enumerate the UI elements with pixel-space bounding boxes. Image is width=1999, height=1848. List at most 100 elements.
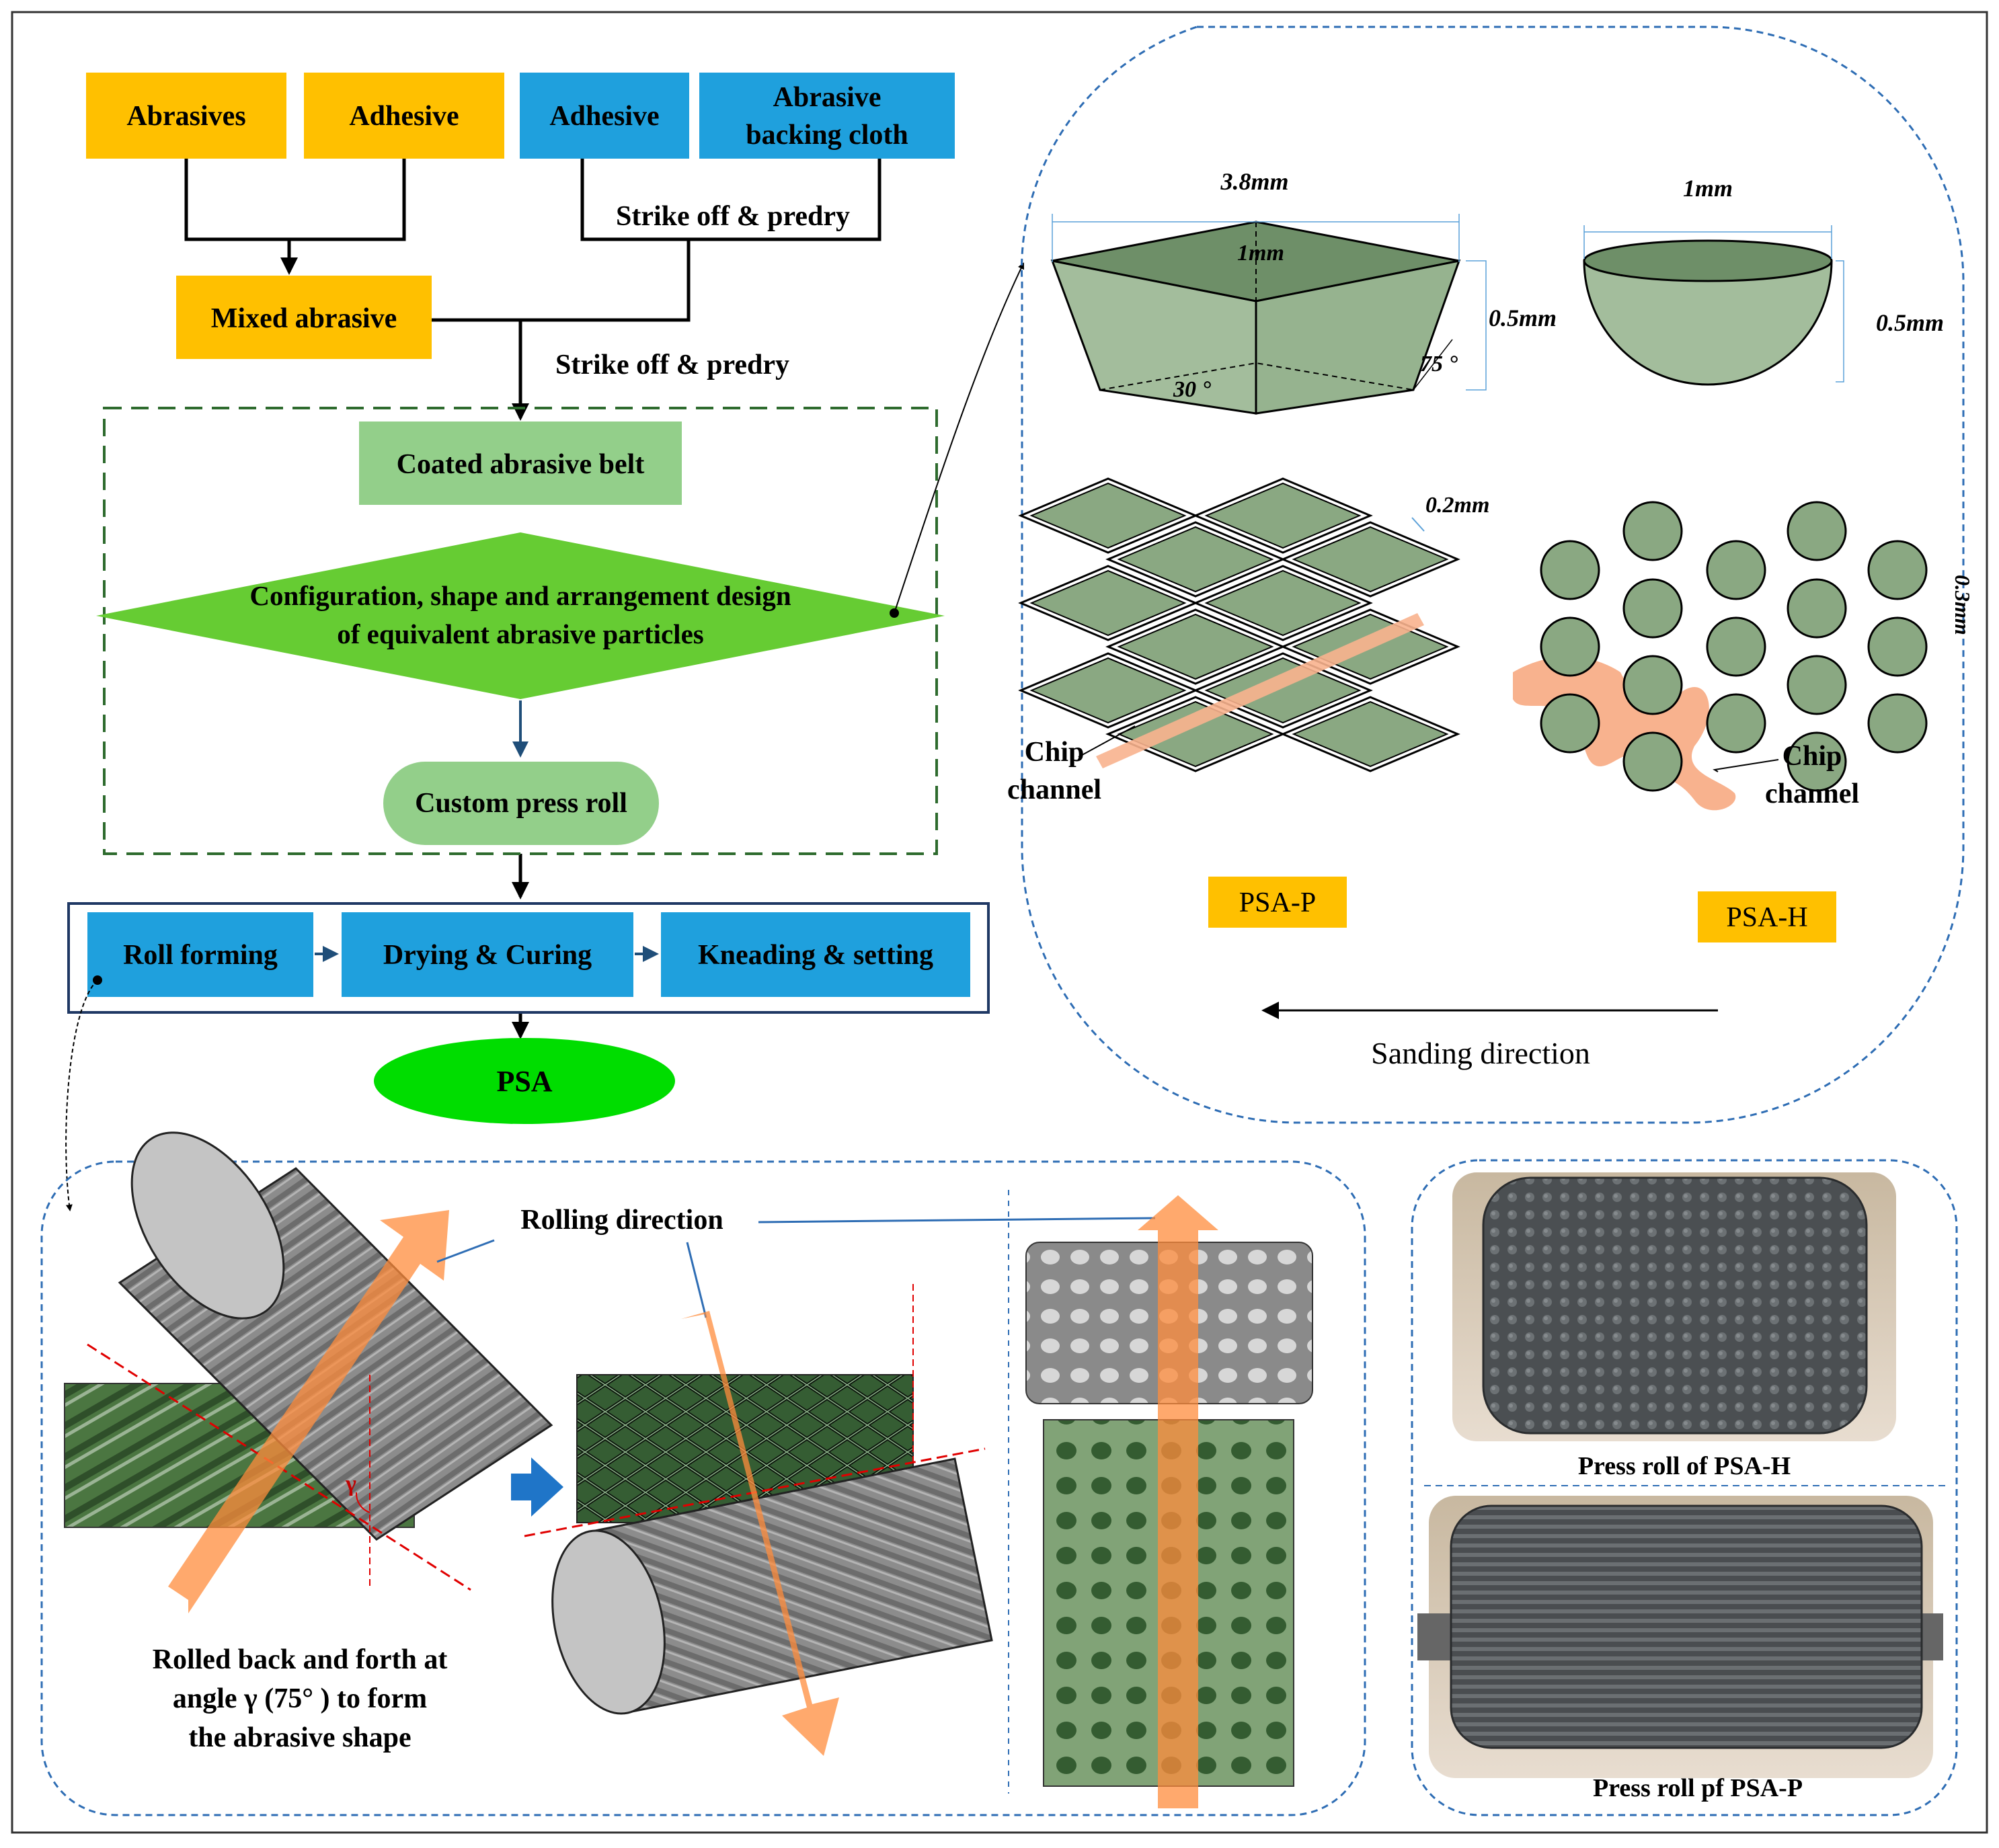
adhesive-box-yellow	[304, 73, 504, 159]
drying-curing-label: Drying & Curing	[383, 940, 592, 971]
connector-inputs-left	[184, 159, 406, 241]
diamond-particle	[1029, 657, 1187, 724]
prism-side-angle: 75 °	[1420, 352, 1458, 376]
design-label-1: Configuration, shape and arrangement des…	[249, 580, 791, 611]
prism-base-angle: 30 °	[1173, 377, 1212, 402]
psa-p-pattern	[1018, 477, 1460, 772]
design-label-2: of equivalent abrasive particles	[337, 618, 703, 649]
circle-particle	[1867, 693, 1928, 754]
rolling-panel-frame	[40, 1160, 1366, 1816]
drying-curing-box	[342, 912, 633, 997]
psa-p-badge	[1208, 877, 1347, 928]
psa-p-label: PSA-P	[1239, 887, 1316, 918]
backing-cloth-label-1: Abrasive	[773, 82, 881, 113]
circle-particle	[1867, 616, 1928, 677]
coated-belt-label: Coated abrasive belt	[397, 449, 645, 480]
photo-panel-frame	[1411, 1159, 1958, 1816]
circle-particle	[1622, 731, 1683, 792]
kneading-setting-box	[661, 912, 970, 997]
prism-height: 0.5mm	[1489, 305, 1557, 331]
rolling-direction-label: Rolling direction	[520, 1205, 723, 1236]
press-roll-h-photo	[1482, 1176, 1868, 1435]
geometry-panel: 3.8mm 1mm 0.5mm 75 ° 30 ° 1mm 0.5mm 0.2m…	[1007, 26, 1975, 1124]
custom-roll-box	[383, 762, 659, 845]
circle-particle	[1540, 693, 1600, 754]
roll-forming-label: Roll forming	[123, 940, 278, 971]
chip-h-line2: channel	[1765, 778, 1859, 809]
circle-particle	[1787, 501, 1847, 561]
coated-belt-box	[359, 421, 682, 505]
connector-inputs-right	[580, 159, 881, 241]
diamond-particle	[1117, 700, 1274, 768]
strike-off-label-2: Strike off & predry	[555, 350, 789, 380]
diamond-particle	[1029, 569, 1187, 637]
custom-roll-label: Custom press roll	[415, 788, 627, 819]
circle-particle	[1622, 578, 1683, 639]
circle-particle	[1706, 616, 1766, 677]
mixed-abrasive-box	[176, 276, 432, 359]
circle-particle	[1867, 540, 1928, 600]
circle-particle	[1622, 501, 1683, 561]
flowchart: Abrasives Adhesive Adhesive Abrasive bac…	[65, 73, 1025, 1211]
dome-particle	[1583, 225, 1844, 386]
diamond-particle	[1204, 482, 1362, 549]
dome-height: 0.5mm	[1876, 309, 1944, 336]
backing-cloth-box	[699, 73, 955, 159]
chip-p-line2: channel	[1007, 774, 1101, 805]
design-diamond	[96, 532, 945, 699]
gamma-left: γ	[345, 1472, 356, 1496]
abrasives-label: Abrasives	[126, 101, 245, 132]
adhesive-label-blue: Adhesive	[549, 101, 659, 132]
circle-particle	[1622, 655, 1683, 715]
diamond-particle	[1292, 526, 1449, 593]
psa-ellipse	[374, 1038, 675, 1124]
sanding-direction-label: Sanding direction	[1371, 1036, 1590, 1070]
process-frame	[67, 902, 990, 1014]
diamond-particle	[1292, 700, 1449, 768]
caption-line3: the abrasive shape	[188, 1722, 411, 1753]
circle-particle	[1540, 616, 1600, 677]
roller-middle	[551, 1457, 993, 1715]
psa-h-badge	[1698, 891, 1836, 942]
circle-particle	[1787, 578, 1847, 639]
rolling-arrow-middle	[681, 1311, 839, 1756]
psa-h-label: PSA-H	[1726, 902, 1807, 933]
circle-particle	[1706, 540, 1766, 600]
diamond-particle	[1204, 569, 1362, 637]
diamond-gap: 0.2mm	[1425, 493, 1489, 518]
connector-to-mixed	[432, 239, 691, 322]
circle-particle	[1540, 540, 1600, 600]
press-roll-p-photo	[1450, 1504, 1923, 1749]
transition-arrow	[511, 1457, 563, 1517]
photo-h-caption: Press roll of PSA-H	[1578, 1452, 1791, 1480]
chip-h-line1: Chip	[1782, 741, 1842, 772]
rolling-arrow-right	[1138, 1195, 1218, 1808]
circle-gap: 0.3mm	[1951, 575, 1975, 635]
chip-channel-p	[1096, 613, 1424, 768]
psa-h-pattern	[1540, 501, 1928, 792]
dome-width: 1mm	[1683, 175, 1733, 202]
rolling-panel: γ Rolling direction Rolled back and fort…	[40, 1131, 1366, 1816]
kneading-setting-label: Kneading & setting	[698, 940, 933, 971]
circle-particle	[1787, 655, 1847, 715]
backing-cloth-label-2: backing cloth	[746, 120, 908, 151]
prism-inner-width: 1mm	[1237, 241, 1284, 266]
adhesive-label-yellow: Adhesive	[349, 101, 459, 132]
strike-off-label-1: Strike off & predry	[616, 201, 850, 232]
caption-line2: angle γ (75° ) to form	[173, 1683, 427, 1714]
design-group-frame	[103, 407, 938, 855]
geometry-panel-frame	[1021, 26, 1965, 1124]
mixed-abrasive-label: Mixed abrasive	[211, 303, 397, 334]
abrasives-box	[86, 73, 286, 159]
prism-top-width: 3.8mm	[1220, 168, 1288, 195]
photo-p-caption: Press roll pf PSA-P	[1593, 1774, 1803, 1802]
chip-p-line1: Chip	[1025, 737, 1085, 768]
psa-label: PSA	[496, 1065, 552, 1098]
prism-particle	[1050, 214, 1487, 415]
caption-line1: Rolled back and forth at	[153, 1644, 448, 1675]
leader-to-geometry	[890, 262, 1025, 618]
roll-forming-box	[87, 912, 313, 997]
circle-particle	[1787, 731, 1847, 792]
